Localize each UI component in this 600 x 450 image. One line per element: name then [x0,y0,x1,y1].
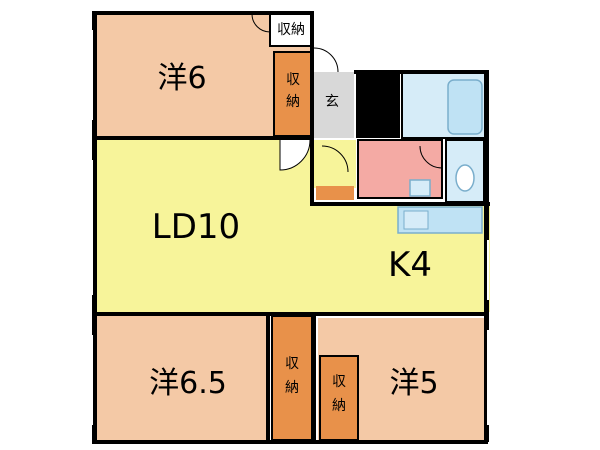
door-storage [251,13,271,33]
hallway [314,140,356,188]
wall-top-right [354,70,489,74]
door-hall [279,139,311,171]
label-storage-bl-v2: 納 [285,380,299,396]
wall-bottom-rooms-top [95,312,489,316]
wall-western-top-bottom [95,136,311,140]
room-ld-k [96,140,312,312]
label-western-bottom-left: 洋6.5 [149,366,227,401]
label-ld: LD10 [152,207,240,247]
entrance-floor [314,72,354,138]
storage-bottom-left [271,315,313,441]
outer-wall [95,11,311,15]
wall-bottom [92,440,488,444]
label-storage-br-v1: 収 [332,374,346,390]
kitchen-sink [403,210,429,230]
label-western-bottom-right: 洋5 [389,366,438,401]
wall-bottom-divider-1 [266,314,270,442]
door-wash [321,145,349,173]
wash-basin [409,179,431,197]
wall-right [484,70,489,442]
label-storage-top-small: 収納 [277,22,305,38]
door-toilet [419,145,443,169]
wall-mid-vertical [310,11,314,206]
wall-kitchen-top [310,202,490,206]
label-storage-top-v2: 納 [286,94,300,110]
hallway-step [316,186,354,200]
wall-bottom-divider-2 [312,314,316,442]
door-entrance [313,47,339,73]
toilet-icon [455,164,475,192]
label-storage-top-v1: 収 [286,72,300,88]
wall-left [92,11,97,442]
label-kitchen: K4 [388,245,432,285]
shoe-rack [356,72,400,138]
label-entrance: 玄 [325,93,339,110]
bathtub [447,79,483,135]
label-western-top: 洋6 [157,61,206,96]
label-storage-br-v2: 納 [332,398,346,414]
storage-bottom-right [319,355,359,441]
storage-top-small [269,11,313,47]
label-storage-bl-v1: 収 [285,356,299,372]
room-western-bottom-left [96,316,268,442]
